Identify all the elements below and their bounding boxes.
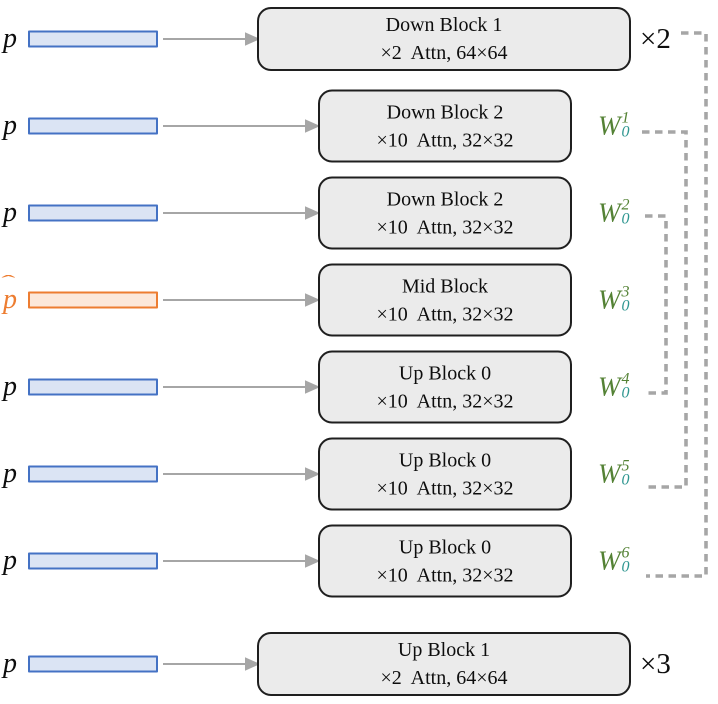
weight-subscript: 0	[621, 297, 630, 314]
weight-symbol: W	[598, 371, 621, 402]
block-detail: ×10 Attn, 32×32	[376, 303, 514, 325]
input-label: p	[3, 545, 17, 576]
prompt-embedding-bar	[28, 465, 158, 483]
weight-superscript: 2	[621, 196, 630, 213]
block-title: Up Block 0	[398, 536, 492, 558]
input-label: p	[3, 371, 17, 402]
block-title: Up Block 0	[398, 362, 492, 384]
weight-superscript: 1	[621, 109, 630, 126]
block-title: Up Block 0	[398, 449, 492, 471]
prompt-embedding-bar	[28, 552, 158, 570]
prompt-embedding-bar	[28, 655, 158, 673]
input-arrows	[163, 32, 321, 671]
block-detail: ×2 Attn, 64×64	[380, 42, 508, 64]
input-label: p	[3, 110, 17, 141]
repeat-multiplier: ×3	[640, 648, 671, 680]
unet-block-box: Down Block 2 ×10 Attn, 32×32	[318, 176, 572, 250]
weight-superscript: 3	[621, 283, 630, 300]
input-label: p	[3, 458, 17, 489]
block-title: Up Block 1	[397, 639, 491, 661]
weight-symbol: W	[598, 545, 621, 576]
unet-block-box: Up Block 0 ×10 Attn, 32×32	[318, 437, 572, 511]
block-title: Down Block 2	[386, 101, 504, 123]
weight-subscript: 0	[621, 384, 630, 401]
block-detail: ×10 Attn, 32×32	[376, 477, 514, 499]
weight-symbol: W	[598, 284, 621, 315]
input-label: p	[3, 648, 17, 679]
weight-subscript: 0	[621, 471, 630, 488]
block-detail: ×10 Attn, 32×32	[376, 129, 514, 151]
weight-subscript: 0	[621, 210, 630, 227]
weight-subscript: 0	[621, 558, 630, 575]
unet-block-box: Down Block 2 ×10 Attn, 32×32	[318, 89, 572, 163]
weight-symbol: W	[598, 110, 621, 141]
weight-subscript: 0	[621, 123, 630, 140]
prompt-embedding-bar	[28, 117, 158, 135]
input-label: p	[3, 23, 17, 54]
block-title: Down Block 1	[385, 14, 503, 36]
unet-block-box: Mid Block ×10 Attn, 32×32	[318, 263, 572, 337]
weight-share-brackets	[642, 31, 708, 578]
hat-accent: ˆ	[1, 272, 16, 292]
prompt-embedding-bar	[28, 204, 158, 222]
block-title: Mid Block	[401, 275, 489, 297]
block-detail: ×10 Attn, 32×32	[376, 390, 514, 412]
prompt-embedding-bar	[28, 378, 158, 396]
bracket-inner	[645, 214, 668, 395]
unet-block-box: Down Block 1 ×2 Attn, 64×64	[257, 7, 631, 71]
weight-symbol: W	[598, 197, 621, 228]
repeat-multiplier: ×2	[640, 23, 671, 55]
bracket-middle	[642, 130, 688, 489]
weight-superscript: 6	[621, 544, 630, 561]
block-detail: ×10 Attn, 32×32	[376, 564, 514, 586]
unet-block-box: Up Block 1 ×2 Attn, 64×64	[257, 632, 631, 696]
block-detail: ×10 Attn, 32×32	[376, 216, 514, 238]
block-detail: ×2 Attn, 64×64	[380, 667, 508, 689]
weight-superscript: 5	[621, 457, 630, 474]
block-title: Down Block 2	[386, 188, 504, 210]
input-label: p	[3, 284, 17, 315]
input-label: p	[3, 197, 17, 228]
prompt-embedding-bar-learned	[28, 291, 158, 309]
weight-symbol: W	[598, 458, 621, 489]
weight-superscript: 4	[621, 370, 630, 387]
unet-block-box: Up Block 0 ×10 Attn, 32×32	[318, 524, 572, 598]
bracket-outer	[646, 31, 708, 578]
prompt-embedding-bar	[28, 30, 158, 48]
unet-block-box: Up Block 0 ×10 Attn, 32×32	[318, 350, 572, 424]
